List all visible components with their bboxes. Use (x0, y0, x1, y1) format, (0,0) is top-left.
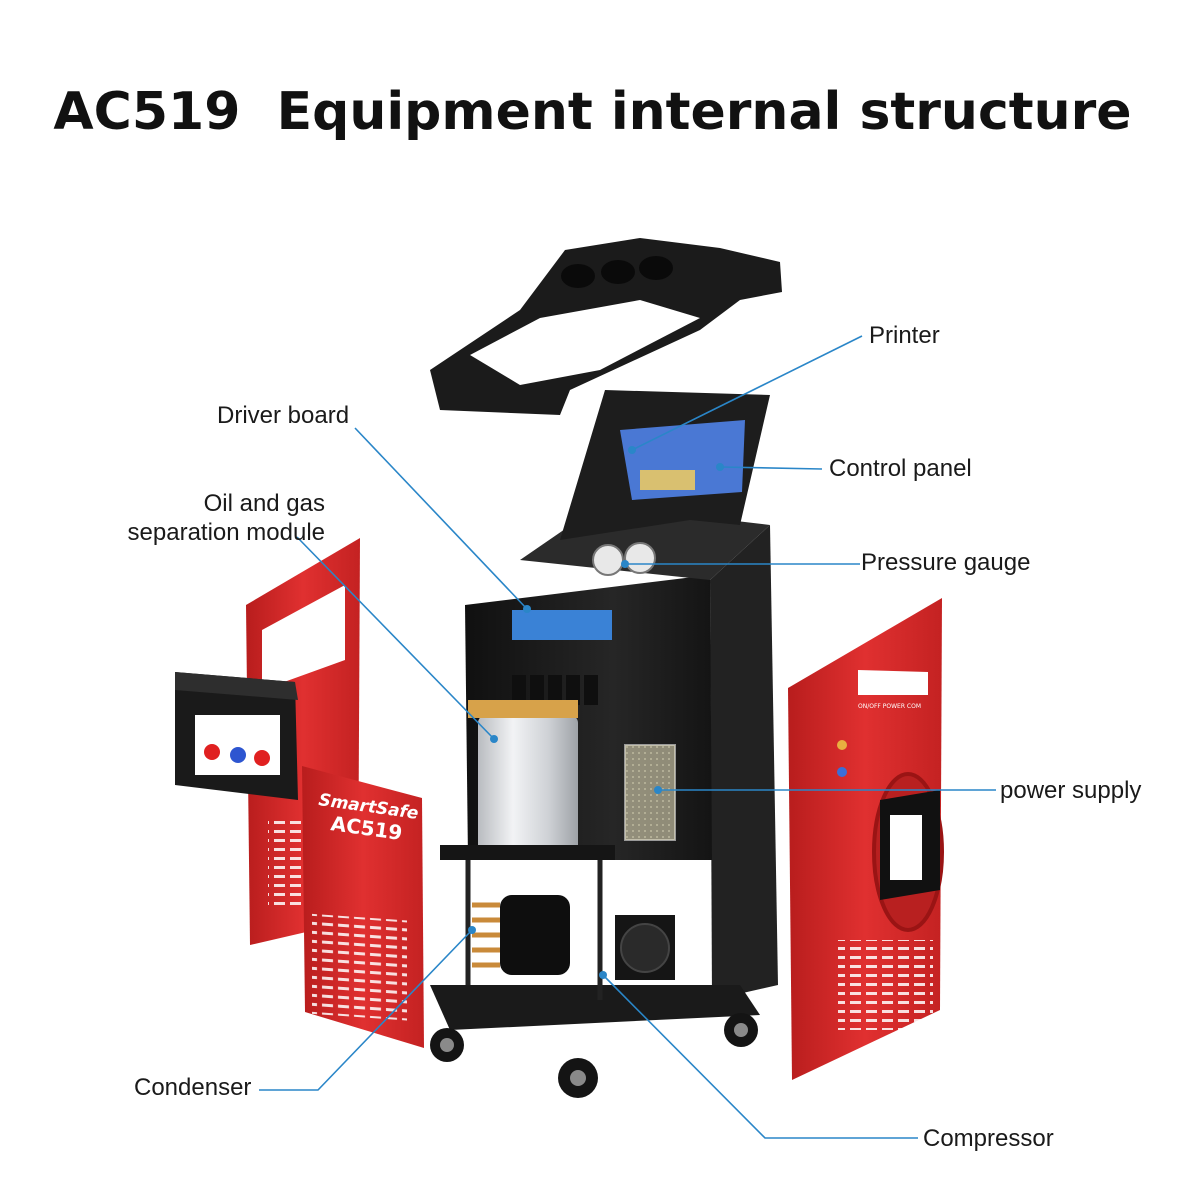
leader-lines (259, 335, 996, 1139)
top-cover (430, 238, 782, 415)
callout-oil-gas-line1: Oil and gas (203, 490, 325, 517)
panel-power-labels: ON/OFF POWER COM (858, 703, 921, 710)
leader-control-panel (719, 466, 823, 470)
callout-printer: Printer (869, 322, 940, 349)
leader-printer (631, 335, 863, 451)
callout-driver-board: Driver board (217, 402, 350, 429)
front-red-panel: SmartSafe AC519 (302, 766, 424, 1048)
main-cabinet (430, 390, 778, 1030)
control-box (175, 672, 298, 800)
leader-oil-gas (296, 536, 495, 740)
wheels (430, 1013, 758, 1098)
callout-control-panel: Control panel (829, 455, 972, 482)
leader-dots (468, 446, 724, 979)
leader-compressor (602, 974, 918, 1139)
callout-power-supply: power supply (1000, 777, 1142, 804)
callout-oil-gas-line2: separation module (127, 519, 325, 546)
leader-condenser (259, 929, 473, 1091)
leader-driver-board (354, 427, 528, 610)
callout-condenser: Condenser (134, 1074, 252, 1101)
callout-compressor: Compressor (923, 1125, 1054, 1152)
page-title: AC519 Equipment internal structure (53, 82, 1132, 142)
callout-pressure-gauge: Pressure gauge (861, 549, 1031, 576)
right-side-panel: ON/OFF POWER COM (788, 598, 944, 1080)
